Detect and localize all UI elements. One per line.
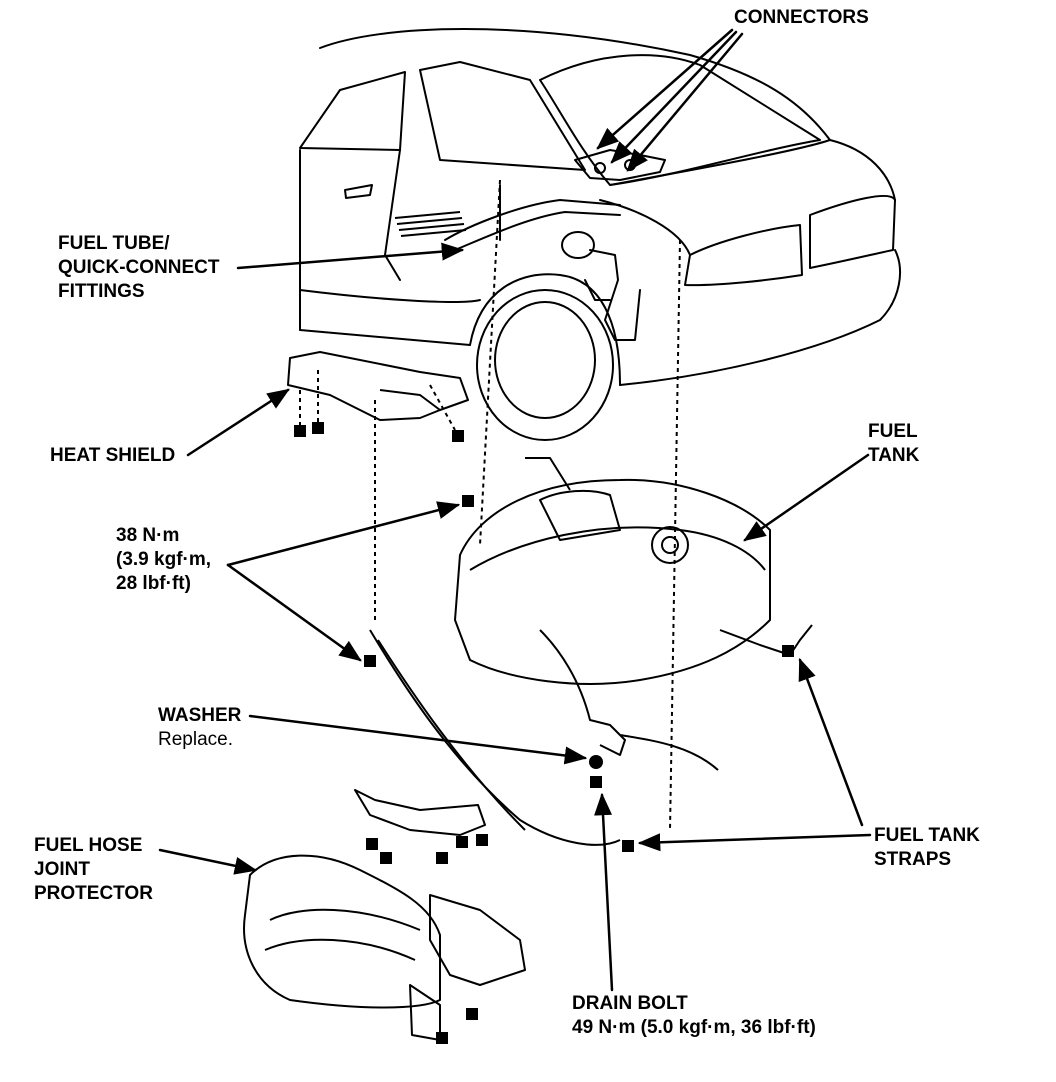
drain-bolt-torque: 49 N·m (5.0 kgf·m, 36 lbf·ft) — [572, 1017, 816, 1038]
washer-note: Replace. — [158, 729, 233, 750]
label-fuel-hose-joint-protector: FUEL HOSE JOINT PROTECTOR — [34, 835, 153, 904]
label-fuel-tank: FUEL TANK — [868, 421, 920, 466]
callout-leaders — [158, 28, 872, 992]
label-washer: WASHER Replace. — [158, 705, 242, 750]
label-heat-shield: HEAT SHIELD — [50, 445, 176, 466]
side-grille-hatch — [394, 211, 467, 237]
heat-shield-part — [287, 351, 469, 431]
label-fuel-tank-straps: FUEL TANK STRAPS — [874, 825, 980, 870]
label-fuel-tube: FUEL TUBE/ QUICK-CONNECT FITTINGS — [58, 233, 220, 302]
fuel-tank-part — [369, 179, 813, 846]
label-torque-38: 38 N·m (3.9 kgf·m, 28 lbf·ft) — [116, 525, 212, 594]
tank-bolts — [364, 495, 794, 852]
heat-shield-bolts — [294, 422, 464, 442]
fuel-hose-joint-protector-part — [243, 789, 526, 1041]
label-connectors: CONNECTORS — [734, 7, 869, 28]
protector-bolts — [366, 834, 488, 1044]
car-body-illustration — [299, 28, 901, 441]
label-drain-bolt: DRAIN BOLT 49 N·m (5.0 kgf·m, 36 lbf·ft) — [572, 993, 816, 1038]
